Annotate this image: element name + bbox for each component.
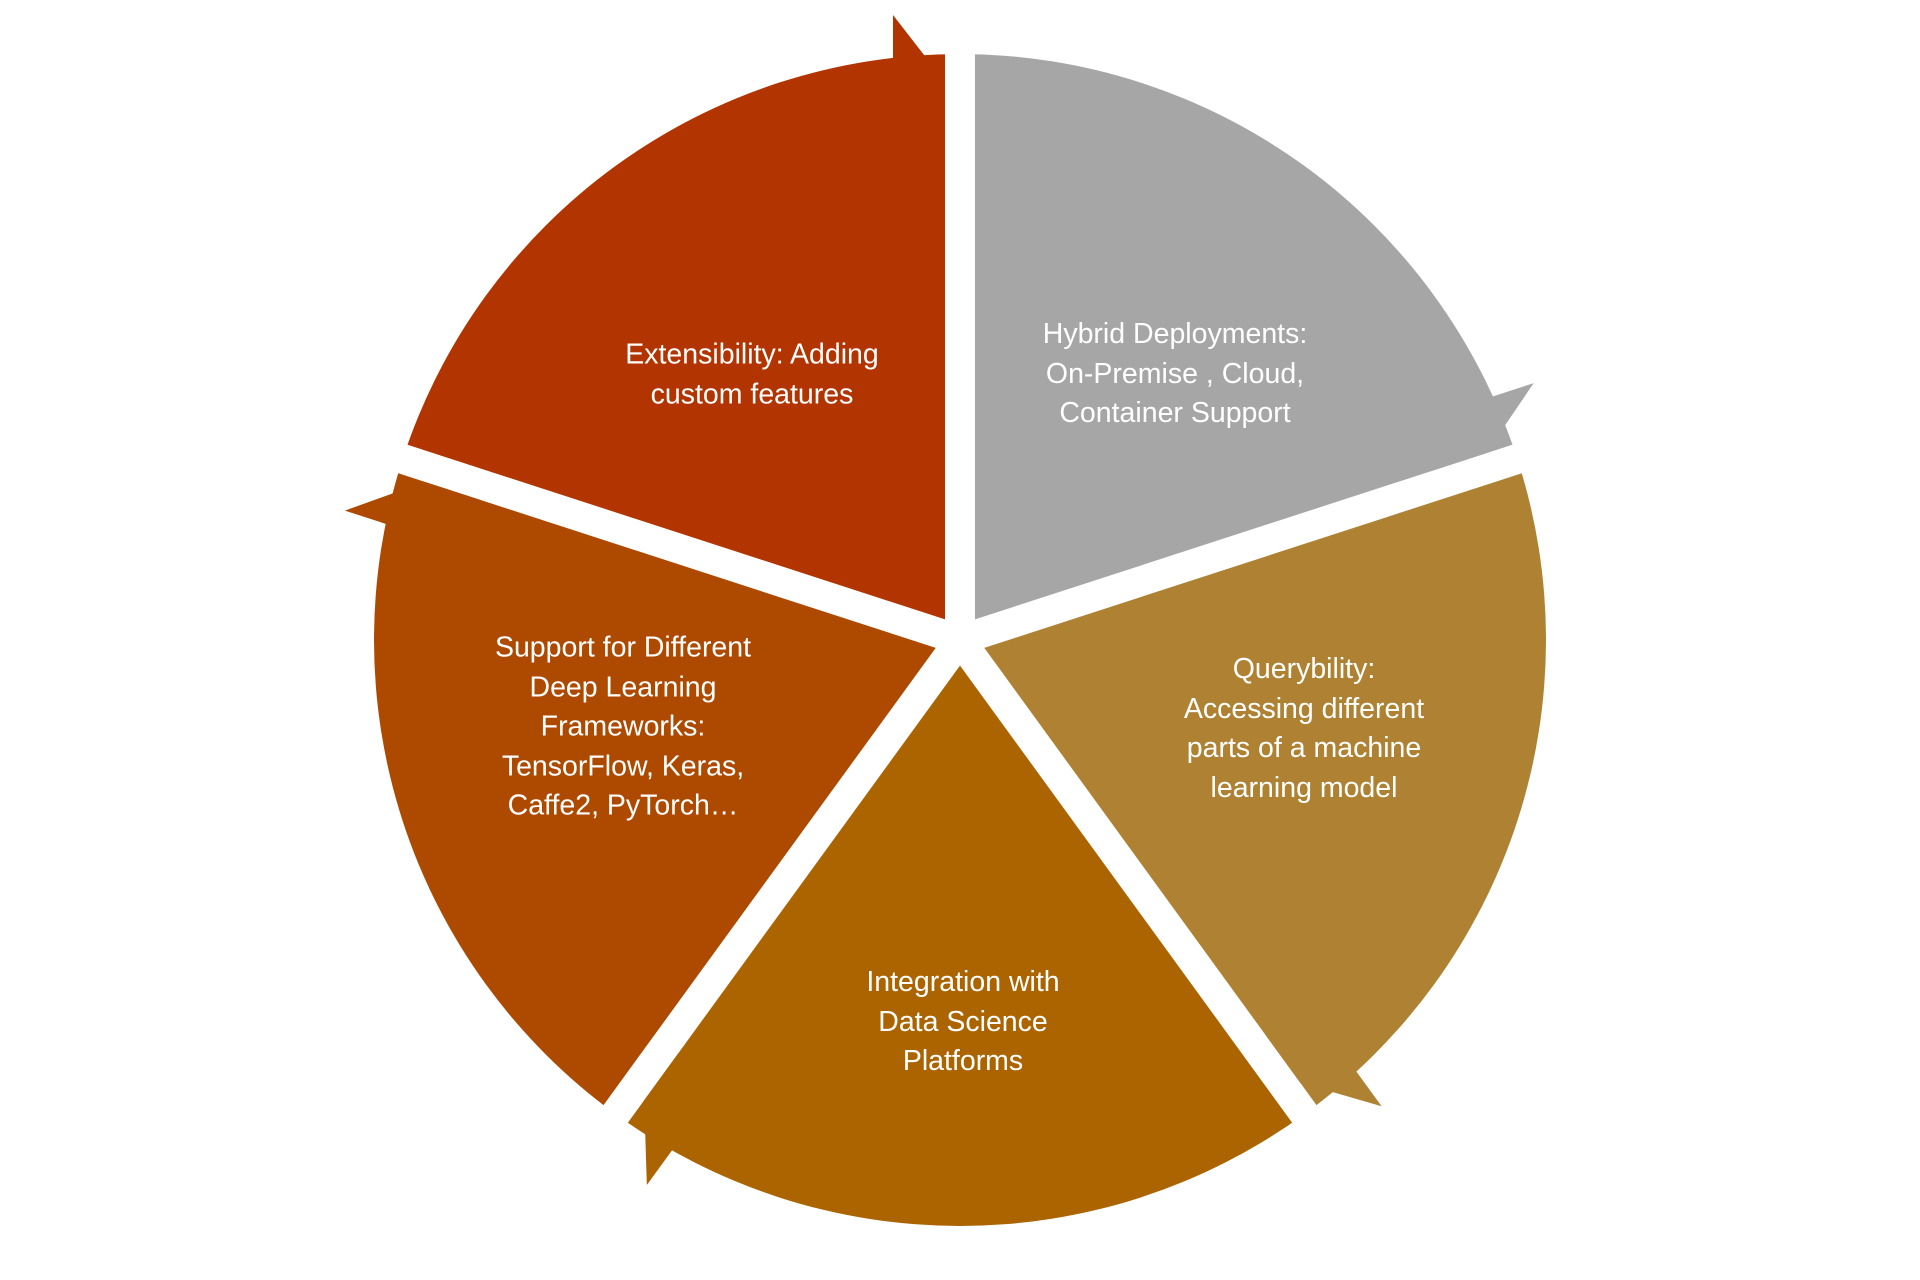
label-line: Hybrid Deployments:: [1042, 317, 1308, 350]
label-line: On-Premise , Cloud,: [1045, 357, 1305, 390]
segment-querybility-shape: [960, 458, 1546, 1115]
label-line: Container Support: [1059, 396, 1291, 429]
segment-integration-label: Integration with Data Science Platforms: [866, 963, 1059, 1082]
label-line: TensorFlow, Keras,: [501, 749, 745, 782]
label-line: parts of a machine: [1186, 732, 1422, 764]
arrowhead-icon: [893, 15, 945, 140]
label-line: custom features: [650, 378, 854, 410]
segment-gaps: [346, 0, 1574, 1167]
segment-querybility-label: Querybility: Accessing different parts o…: [1184, 650, 1424, 808]
label-line: Support for Different: [494, 631, 752, 664]
label-line: Accessing different: [1183, 692, 1425, 725]
label-line: learning model: [1210, 771, 1398, 804]
arrowhead-icon: [644, 1053, 721, 1186]
segment-hybrid-deployments-label: Hybrid Deployments: On-Premise , Cloud, …: [1043, 315, 1308, 434]
label-line: Extensibility: Adding: [625, 338, 879, 371]
label-line: Caffe2, PyTorch…: [507, 789, 739, 822]
label-line: Integration with: [866, 965, 1060, 998]
label-line: Data Science: [878, 1005, 1048, 1038]
segment-framework-support-label: Support for Different Deep Learning Fram…: [495, 628, 751, 826]
segment-framework-support-shape: [374, 458, 960, 1115]
segment-arrowheads: [344, 15, 1534, 1186]
arrowhead-icon: [1266, 1005, 1382, 1107]
arrowhead-icon: [1414, 383, 1534, 472]
label-line: Querybility:: [1232, 653, 1376, 685]
label-line: Deep Learning: [529, 670, 717, 703]
label-line: Platforms: [902, 1044, 1024, 1077]
arrowhead-icon: [344, 481, 480, 550]
label-line: Frameworks:: [540, 710, 706, 743]
segment-integration-shape: [615, 640, 1305, 1226]
segment-extensibility-label: Extensibility: Adding custom features: [625, 336, 878, 415]
